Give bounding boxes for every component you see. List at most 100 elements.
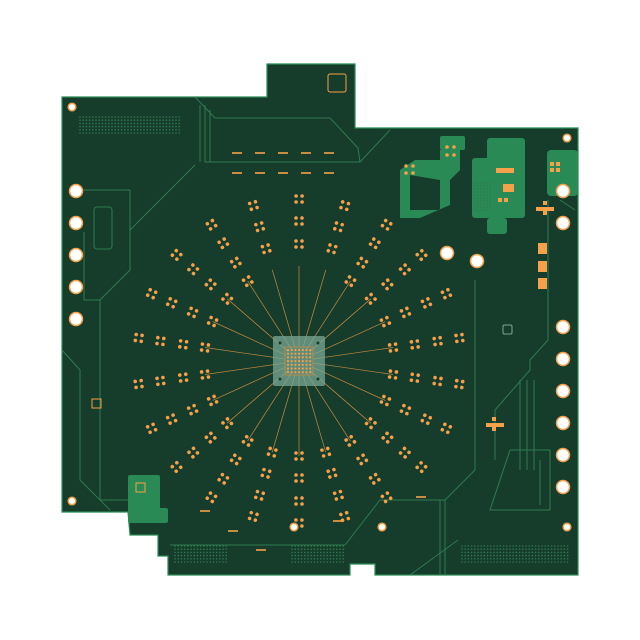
via xyxy=(159,116,161,118)
chip-fiducial xyxy=(278,377,282,381)
via xyxy=(175,122,177,125)
via xyxy=(342,558,345,560)
via xyxy=(212,561,215,563)
via xyxy=(172,119,174,121)
pad xyxy=(214,318,219,322)
via xyxy=(82,129,84,131)
pad xyxy=(225,425,229,430)
pad xyxy=(333,244,338,249)
pad xyxy=(213,436,217,440)
pad xyxy=(411,171,415,175)
bga-ball xyxy=(309,352,312,355)
pad-cluster xyxy=(205,218,218,231)
pad-cluster xyxy=(165,297,178,309)
via xyxy=(307,554,309,557)
pad xyxy=(380,223,385,228)
via xyxy=(493,551,495,554)
via xyxy=(300,545,303,547)
via xyxy=(117,129,120,131)
smd-pad xyxy=(543,211,547,215)
via xyxy=(329,554,332,557)
mounting-hole xyxy=(289,522,299,532)
pad-cluster xyxy=(186,403,199,416)
pad xyxy=(410,372,415,377)
via xyxy=(95,125,97,128)
via xyxy=(316,548,319,550)
via xyxy=(180,561,183,563)
via xyxy=(111,125,113,128)
bga-ball xyxy=(298,348,301,352)
via xyxy=(206,558,208,560)
via xyxy=(486,561,489,563)
smd-pad xyxy=(498,198,502,202)
smd-pad xyxy=(492,417,496,421)
pad xyxy=(221,421,225,425)
via xyxy=(493,561,495,563)
smd-pad xyxy=(556,162,560,166)
bga-ball xyxy=(309,348,312,352)
via xyxy=(199,545,202,547)
pad xyxy=(268,446,272,451)
pad-cluster xyxy=(454,332,465,344)
via xyxy=(477,548,479,550)
via xyxy=(143,129,145,131)
pad xyxy=(349,434,354,439)
via xyxy=(212,545,215,547)
pad-cluster xyxy=(409,339,420,350)
via xyxy=(489,197,491,199)
via xyxy=(332,554,335,557)
via xyxy=(563,558,566,560)
pad xyxy=(151,295,155,300)
via xyxy=(203,558,205,560)
via xyxy=(304,554,306,557)
via xyxy=(190,551,192,554)
pad xyxy=(168,297,173,301)
pad xyxy=(255,489,260,494)
via xyxy=(541,551,543,554)
pad xyxy=(170,253,175,258)
via xyxy=(326,561,329,563)
via xyxy=(180,558,183,560)
via xyxy=(502,558,505,560)
pad xyxy=(359,256,364,261)
pad xyxy=(364,259,369,264)
via xyxy=(474,206,476,208)
bga-ball xyxy=(305,360,308,363)
via xyxy=(291,561,293,563)
via xyxy=(544,545,546,547)
via xyxy=(114,119,116,121)
via xyxy=(329,545,332,547)
pad-cluster xyxy=(145,287,158,300)
via xyxy=(117,116,120,118)
smd-pad xyxy=(496,168,514,173)
via xyxy=(85,116,88,118)
through-hole xyxy=(439,245,455,261)
via xyxy=(206,548,208,550)
bga-ball xyxy=(294,348,297,352)
pad xyxy=(225,476,230,480)
pad xyxy=(200,376,205,380)
via xyxy=(326,545,329,547)
pad xyxy=(204,435,209,440)
via xyxy=(307,551,309,554)
pad-cluster xyxy=(326,243,338,255)
pad xyxy=(419,257,423,262)
via xyxy=(190,558,192,560)
edge-connector-hole xyxy=(68,215,84,231)
pad-cluster xyxy=(155,335,166,347)
pad-cluster xyxy=(344,434,357,447)
via xyxy=(326,554,329,557)
via xyxy=(515,554,518,557)
via xyxy=(550,554,553,557)
pad xyxy=(432,381,437,386)
pad xyxy=(385,286,389,291)
via xyxy=(222,561,224,563)
pad xyxy=(266,475,270,479)
pad xyxy=(229,421,234,426)
pad xyxy=(234,256,239,261)
bga-ball xyxy=(294,363,297,366)
pad-cluster xyxy=(368,472,381,485)
mounting-holes xyxy=(67,102,572,532)
pad xyxy=(253,495,258,500)
via xyxy=(477,197,479,199)
